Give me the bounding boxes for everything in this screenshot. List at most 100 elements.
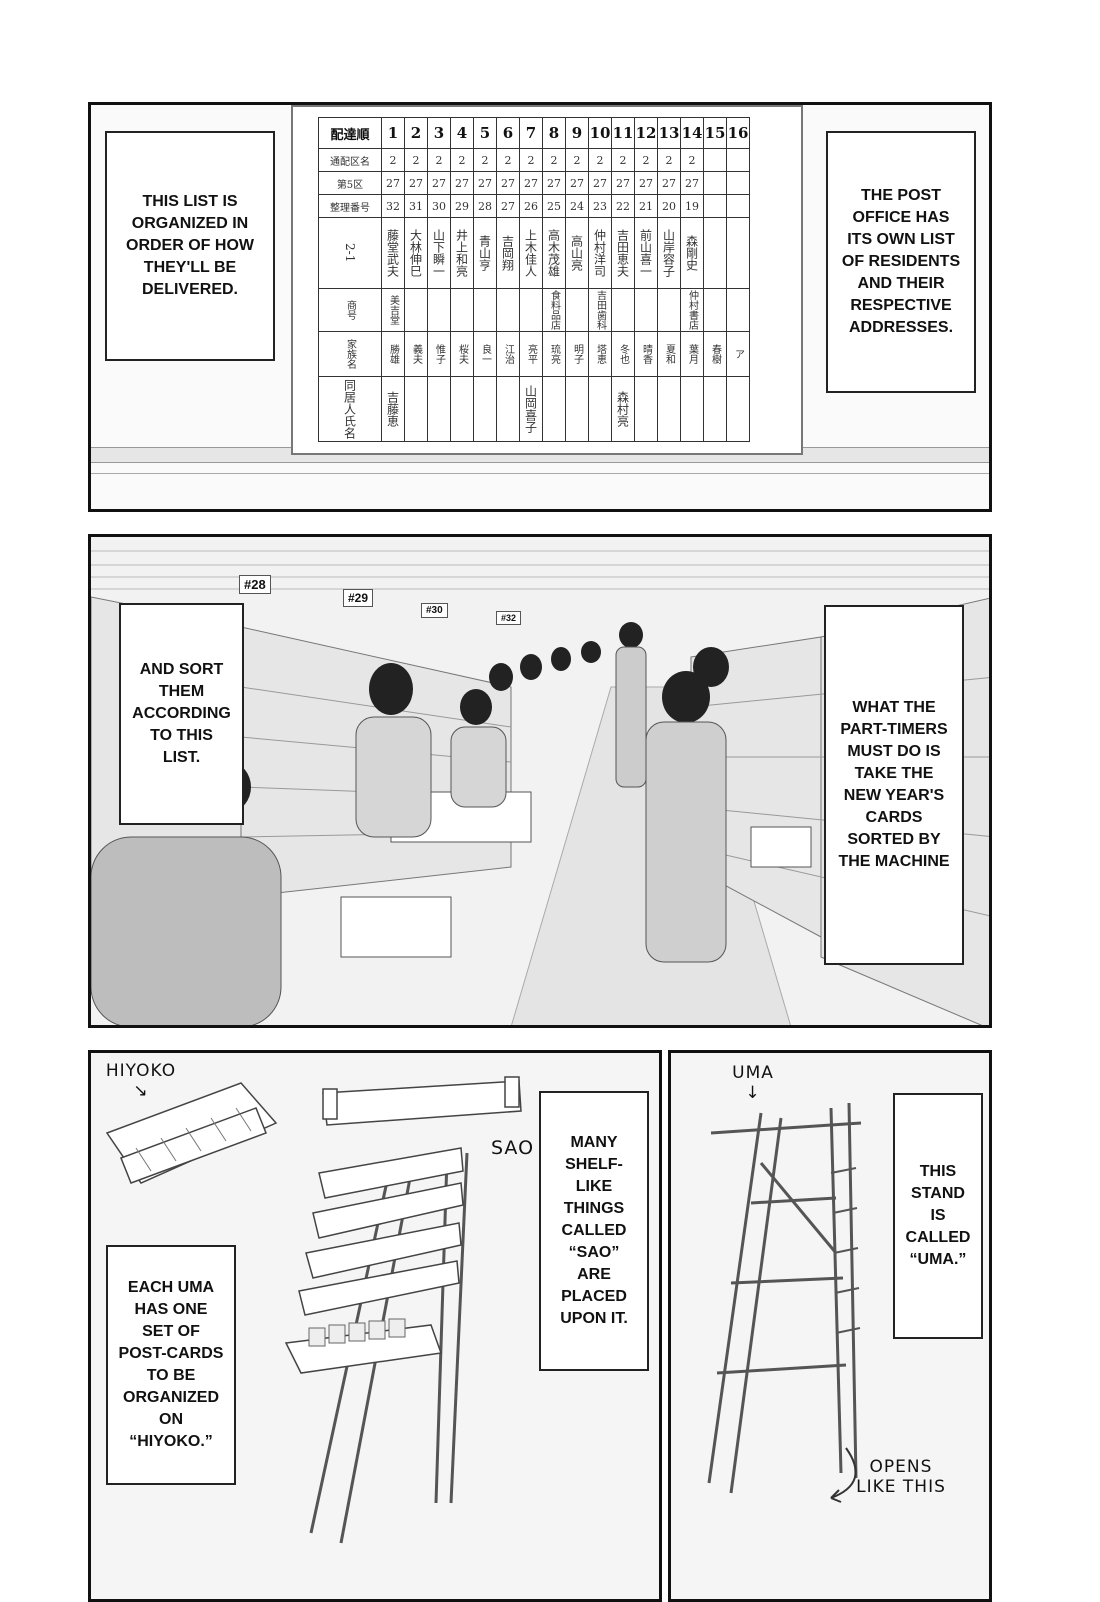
cell: 2 bbox=[588, 148, 612, 172]
cell bbox=[703, 376, 727, 442]
col-num: 5 bbox=[473, 117, 497, 149]
cell: 2 bbox=[381, 148, 405, 172]
cell: 前山喜一 bbox=[634, 217, 658, 289]
cell bbox=[565, 376, 589, 442]
cell bbox=[565, 288, 589, 332]
cell bbox=[726, 376, 750, 442]
col-num: 15 bbox=[703, 117, 727, 149]
cell: 2 bbox=[657, 148, 681, 172]
cell: 2 bbox=[680, 148, 704, 172]
cell: 27 bbox=[680, 171, 704, 195]
sao-stand-illustration bbox=[105, 1076, 522, 1544]
cell: 28 bbox=[473, 194, 497, 218]
cell: 2 bbox=[450, 148, 474, 172]
cell: 27 bbox=[404, 171, 428, 195]
cell: 桜夫 bbox=[450, 331, 474, 377]
station-sign: #32 bbox=[496, 611, 522, 625]
cell: 良一 bbox=[473, 331, 497, 377]
cell: 2 bbox=[519, 148, 543, 172]
cell: 27 bbox=[634, 171, 658, 195]
row-cohabitants: 同居人氏名 吉藤恵 山岡喜子 森村亮 bbox=[318, 376, 750, 442]
cell: 仲村洋司 bbox=[588, 217, 612, 289]
caption-uma-stand: THIS STAND IS CALLED “UMA.” bbox=[893, 1093, 983, 1339]
cell: 仲村書店 bbox=[680, 288, 704, 332]
cell bbox=[404, 376, 428, 442]
cell: 21 bbox=[634, 194, 658, 218]
col-num: 10 bbox=[588, 117, 612, 149]
cell bbox=[703, 194, 727, 218]
row-label: 通配区名 bbox=[318, 148, 382, 172]
panel-sorting-floor: #28 #29 #30 #32 AND SORT THEM ACCORDING … bbox=[88, 534, 992, 1028]
cell: 高山亮 bbox=[565, 217, 589, 289]
cell bbox=[680, 376, 704, 442]
cell: 森剛史 bbox=[680, 217, 704, 289]
cell: 冬也 bbox=[611, 331, 635, 377]
cell: 青山亨 bbox=[473, 217, 497, 289]
cell: 32 bbox=[381, 194, 405, 218]
caption-sort-them: AND SORT THEM ACCORDING TO THIS LIST. bbox=[119, 603, 244, 825]
cell bbox=[611, 288, 635, 332]
cell: 2 bbox=[496, 148, 520, 172]
cell: 2 bbox=[634, 148, 658, 172]
cell: 27 bbox=[381, 171, 405, 195]
col-num: 1 bbox=[381, 117, 405, 149]
cell: 勝雄 bbox=[381, 331, 405, 377]
caption-sao: MANY SHELF-LIKE THINGS CALLED “SAO” ARE … bbox=[539, 1091, 649, 1371]
col-num: 14 bbox=[680, 117, 704, 149]
cell: 夏和 bbox=[657, 331, 681, 377]
cell: 義夫 bbox=[404, 331, 428, 377]
cell bbox=[703, 171, 727, 195]
cell bbox=[634, 376, 658, 442]
cell: 吉藤恵 bbox=[381, 376, 405, 442]
row-householders: 2-1 藤堂武夫 大林伸巳 山下瞬一 井上和亮 青山亨 吉岡翔 上木佳人 高木茂… bbox=[318, 217, 750, 289]
cell: 高木茂雄 bbox=[542, 217, 566, 289]
cell: 晴香 bbox=[634, 331, 658, 377]
cell: 井上和亮 bbox=[450, 217, 474, 289]
caption-each-uma: EACH UMA HAS ONE SET OF POST-CARDS TO BE… bbox=[106, 1245, 236, 1485]
cell: 31 bbox=[404, 194, 428, 218]
cell: 25 bbox=[542, 194, 566, 218]
cell: 藤堂武夫 bbox=[381, 217, 405, 289]
col-num: 4 bbox=[450, 117, 474, 149]
row-label: 2-1 bbox=[318, 217, 382, 289]
resident-list-sheet: 配達順 1 2 3 4 5 6 7 8 9 10 11 12 13 14 15 … bbox=[291, 105, 803, 455]
cell: 山下瞬一 bbox=[427, 217, 451, 289]
cell: 27 bbox=[611, 171, 635, 195]
station-sign: #29 bbox=[343, 589, 374, 607]
cell: 吉田恵夫 bbox=[611, 217, 635, 289]
col-num: 2 bbox=[404, 117, 428, 149]
cell: 27 bbox=[496, 194, 520, 218]
cell bbox=[703, 217, 727, 289]
cell bbox=[634, 288, 658, 332]
row-label: 家族名 bbox=[318, 331, 382, 377]
uma-stand-illustration bbox=[707, 1102, 862, 1503]
label-uma: UMA ↓ bbox=[732, 1063, 774, 1103]
resident-table: 配達順 1 2 3 4 5 6 7 8 9 10 11 12 13 14 15 … bbox=[318, 117, 750, 442]
cell bbox=[542, 376, 566, 442]
cell bbox=[726, 194, 750, 218]
cell: 美吉堂 bbox=[381, 288, 405, 332]
cell: 2 bbox=[611, 148, 635, 172]
cell bbox=[726, 288, 750, 332]
cell bbox=[588, 376, 612, 442]
cell: 20 bbox=[657, 194, 681, 218]
row-label: 整理番号 bbox=[318, 194, 382, 218]
table-header-row: 配達順 1 2 3 4 5 6 7 8 9 10 11 12 13 14 15 … bbox=[318, 117, 750, 149]
cell bbox=[450, 288, 474, 332]
cell: 山岸容子 bbox=[657, 217, 681, 289]
caption-post-office-list: THE POST OFFICE HAS ITS OWN LIST OF RESI… bbox=[826, 131, 976, 393]
header-label: 配達順 bbox=[318, 117, 382, 149]
cell: 27 bbox=[450, 171, 474, 195]
cell bbox=[450, 376, 474, 442]
cell: 吉田歯科 bbox=[588, 288, 612, 332]
col-num: 12 bbox=[634, 117, 658, 149]
cell: 吉岡翔 bbox=[496, 217, 520, 289]
row-families: 家族名 勝雄 義夫 惟子 桜夫 良一 江治 亮平 琉亮 明子 塔恵 冬也 晴香 … bbox=[318, 331, 750, 377]
cell: 山岡喜子 bbox=[519, 376, 543, 442]
cell: 27 bbox=[542, 171, 566, 195]
label-opens-like-this: OPENS LIKE THIS bbox=[856, 1457, 946, 1497]
cell: 2 bbox=[565, 148, 589, 172]
cell bbox=[473, 376, 497, 442]
cell: 22 bbox=[611, 194, 635, 218]
row-chome: 通配区名 2 2 2 2 2 2 2 2 2 2 2 2 2 2 bbox=[318, 148, 750, 172]
